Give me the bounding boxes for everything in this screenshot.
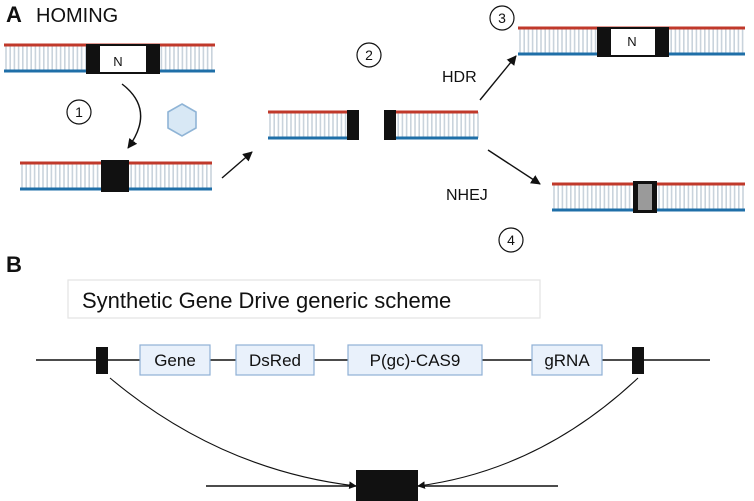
- hdr-insert-body: [611, 29, 655, 55]
- dna-break-left: [268, 110, 352, 140]
- break-end-right: [384, 110, 396, 140]
- arrow-to-dsb: [221, 151, 253, 179]
- svg-text:gRNA: gRNA: [544, 351, 590, 370]
- nuclease-hexagon-icon: [167, 103, 197, 137]
- scheme-title: Synthetic Gene Drive generic scheme: [82, 288, 451, 313]
- step-4-badge: 4: [498, 227, 524, 253]
- insert-label-hdr: N: [627, 34, 636, 49]
- homology-arm-left: [96, 347, 108, 374]
- arrow-cleavage: [121, 83, 142, 149]
- element-dsred: DsRed: [235, 344, 315, 376]
- svg-text:3: 3: [498, 10, 506, 26]
- step-2-badge: 2: [356, 42, 382, 68]
- nhej-label: NHEJ: [446, 187, 488, 204]
- svg-text:4: 4: [507, 232, 515, 248]
- svg-text:P(gc)-CAS9: P(gc)-CAS9: [370, 351, 461, 370]
- step-3-badge: 3: [489, 5, 515, 31]
- element-pgc-cas9: P(gc)-CAS9: [347, 344, 483, 376]
- svg-text:DsRed: DsRed: [249, 351, 301, 370]
- insert-label-top: N: [113, 54, 122, 69]
- insertion-curve-left: [109, 377, 357, 490]
- element-gene: Gene: [139, 344, 211, 376]
- panel-b-letter: B: [6, 252, 22, 277]
- homing-title: HOMING: [36, 5, 118, 27]
- svg-text:1: 1: [75, 104, 83, 120]
- hdr-label: HDR: [442, 69, 477, 86]
- element-grna: gRNA: [531, 344, 603, 376]
- dna-strands: [4, 26, 745, 213]
- insertion-curve-right: [417, 377, 639, 489]
- target-site-block: [356, 470, 418, 501]
- homology-arm-right: [632, 347, 644, 374]
- arrow-nhej: [487, 149, 541, 185]
- nhej-scar: [638, 184, 652, 210]
- target-site: [101, 160, 129, 192]
- dna-break-right: [392, 110, 479, 140]
- arrow-hdr: [479, 55, 517, 101]
- break-end-left: [347, 110, 359, 140]
- svg-text:2: 2: [365, 47, 373, 63]
- scheme-title-box: [67, 279, 541, 319]
- svg-text:Gene: Gene: [154, 351, 196, 370]
- donor-insert-body: [100, 46, 146, 72]
- step-1-badge: 1: [66, 99, 92, 125]
- panel-a-letter: A: [6, 2, 22, 27]
